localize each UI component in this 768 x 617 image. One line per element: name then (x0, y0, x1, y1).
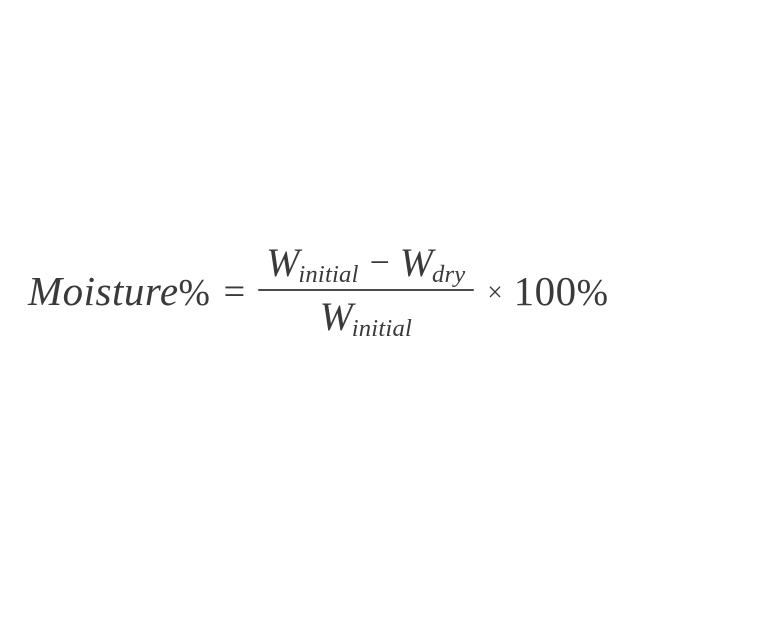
hundred-value: 100 (513, 267, 577, 314)
denominator-term-w-initial-subscript: initial (351, 315, 413, 343)
fraction-denominator: Winitial (312, 291, 421, 341)
equals-operator: = (223, 271, 246, 314)
moisture-label: Moisture (28, 267, 179, 314)
moisture-percent-symbol: % (178, 271, 211, 314)
hundred-percent-symbol: % (576, 271, 609, 314)
fraction-numerator: Winitial − Wdry (258, 241, 474, 289)
numerator-term-w-dry-subscript: dry (431, 261, 466, 289)
numerator-term-w-initial-base: W (266, 241, 300, 285)
equation-right-factor: 100% (513, 267, 609, 314)
moisture-percent-equation: Moisture% = Winitial − Wdry Winitial × 1… (28, 241, 609, 341)
numerator-term-w-initial: Winitial (266, 241, 359, 287)
fraction-bar (258, 288, 475, 291)
numerator-term-w-dry: Wdry (399, 241, 467, 287)
equation-left-side: Moisture% (28, 267, 212, 314)
denominator-term-w-initial: Winitial (319, 294, 413, 341)
fraction: Winitial − Wdry Winitial (258, 241, 475, 341)
numerator-term-w-dry-base: W (399, 241, 433, 285)
numerator-term-w-initial-subscript: initial (298, 261, 359, 289)
multiply-operator: × (487, 277, 503, 308)
minus-operator: − (369, 241, 390, 282)
denominator-term-w-initial-base: W (319, 294, 353, 339)
